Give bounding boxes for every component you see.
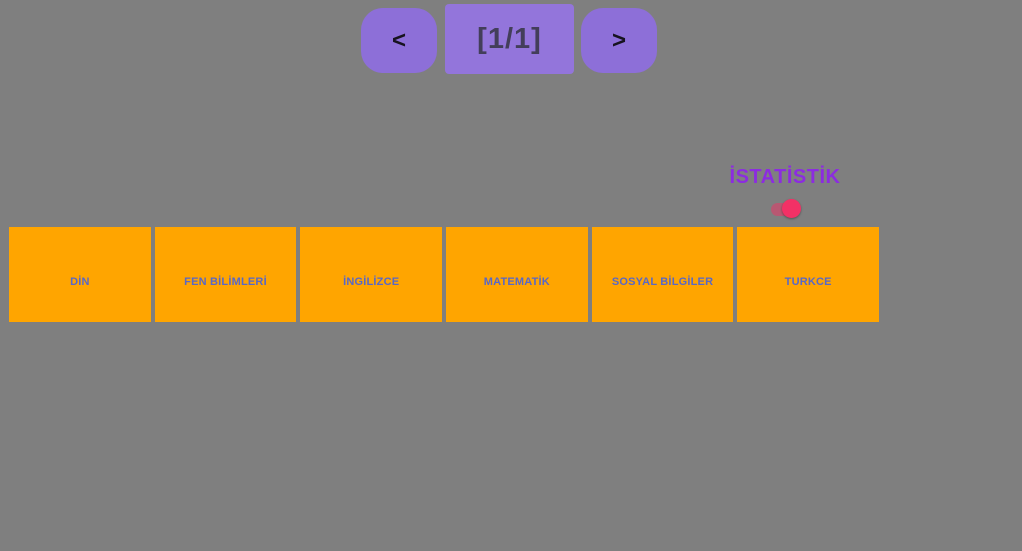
statistics-toggle[interactable] (771, 199, 801, 219)
next-page-button[interactable]: > (581, 8, 657, 73)
chevron-left-icon: < (391, 27, 406, 54)
subject-button-din[interactable]: DİN (9, 227, 151, 322)
page-indicator: [1/1] (445, 4, 574, 74)
subject-button-turkce[interactable]: TURKCE (737, 227, 880, 322)
subject-button-fen-bilimleri[interactable]: FEN BİLİMLERİ (154, 227, 297, 322)
subject-button-sosyal-bilgiler[interactable]: SOSYAL BİLGİLER (591, 227, 734, 322)
toggle-knob (782, 199, 801, 218)
subject-button-row: DİN FEN BİLİMLERİ İNGİLİZCE MATEMATİK SO… (9, 227, 880, 322)
statistics-label: İSTATİSTİK (729, 166, 841, 188)
subject-button-matematik[interactable]: MATEMATİK (446, 227, 588, 322)
prev-page-button[interactable]: < (361, 8, 437, 73)
chevron-right-icon: > (611, 27, 626, 54)
subject-button-ingilizce[interactable]: İNGİLİZCE (300, 227, 443, 322)
